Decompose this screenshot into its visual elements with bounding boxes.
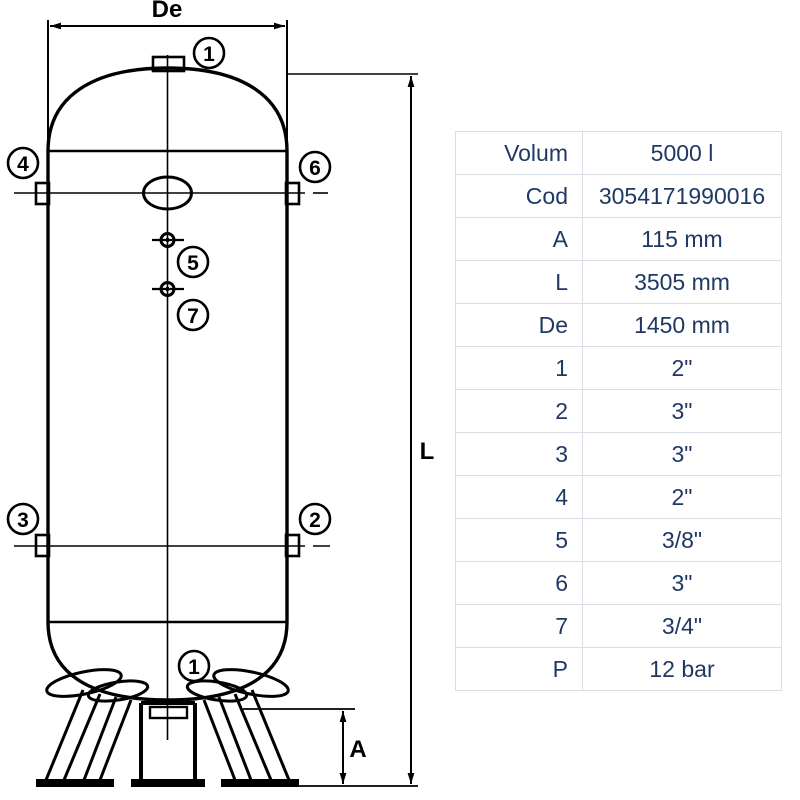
spec-value: 3/4" (582, 604, 782, 648)
spec-value: 3/8" (582, 518, 782, 562)
svg-text:7: 7 (187, 305, 199, 328)
spec-key: Volum (455, 131, 583, 175)
spec-value: 3" (582, 389, 782, 433)
vessel-technical-drawing: 1 4 6 5 7 (6, 0, 435, 787)
callout-2: 2 (298, 502, 332, 536)
spec-key: 4 (455, 475, 583, 519)
callout-4: 4 (6, 146, 40, 180)
spec-key: A (455, 217, 583, 261)
dimension-l (243, 73, 418, 787)
callout-6: 6 (298, 150, 332, 184)
spec-key: 2 (455, 389, 583, 433)
spec-value: 12 bar (582, 647, 782, 691)
callout-1-bottom: 1 (177, 649, 211, 683)
spec-value: 2" (582, 346, 782, 390)
spec-value: 1450 mm (582, 303, 782, 347)
spec-key: 3 (455, 432, 583, 476)
svg-text:6: 6 (309, 157, 321, 180)
spec-value: 2" (582, 475, 782, 519)
spec-value: 3505 mm (582, 260, 782, 304)
svg-text:5: 5 (187, 252, 199, 275)
nozzle-1-bottom-drain (131, 701, 205, 787)
callout-bubbles: 1 4 6 5 7 (6, 36, 332, 683)
dimension-label-de: De (152, 0, 183, 23)
nozzle-6-flange (284, 181, 301, 206)
spec-key: Cod (455, 174, 583, 218)
spec-key: 6 (455, 561, 583, 605)
dimension-label-a: A (349, 736, 366, 763)
svg-text:2: 2 (309, 509, 321, 532)
nozzle-3-flange (34, 533, 51, 558)
nozzle-2-flange (284, 533, 301, 558)
svg-text:3: 3 (17, 509, 29, 532)
nozzle-4-flange (34, 181, 51, 206)
support-legs (36, 668, 299, 787)
callout-3: 3 (6, 502, 40, 536)
spec-value: 3" (582, 432, 782, 476)
fitting-5 (152, 232, 184, 248)
callout-1-top: 1 (192, 36, 226, 70)
spec-key: 1 (455, 346, 583, 390)
callout-5: 5 (176, 245, 210, 279)
svg-text:1: 1 (188, 656, 200, 679)
spec-key: P (455, 647, 583, 691)
spec-value: 3" (582, 561, 782, 605)
svg-text:4: 4 (17, 153, 29, 176)
nozzle-1-top (151, 55, 186, 73)
svg-text:1: 1 (203, 43, 215, 66)
dimension-label-l: L (420, 438, 435, 465)
dimension-a (243, 708, 355, 784)
callout-7: 7 (176, 298, 210, 332)
spec-value: 3054171990016 (582, 174, 782, 218)
fitting-7 (152, 281, 184, 297)
spec-key: De (455, 303, 583, 347)
spec-value: 5000 l (582, 131, 782, 175)
spec-key: 7 (455, 604, 583, 648)
spec-key: 5 (455, 518, 583, 562)
spec-key: L (455, 260, 583, 304)
spec-value: 115 mm (582, 217, 782, 261)
